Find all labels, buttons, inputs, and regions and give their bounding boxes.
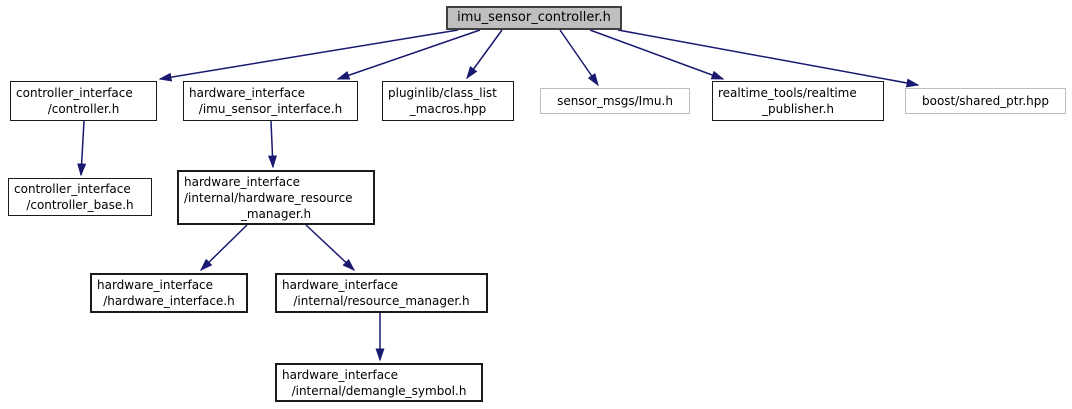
node-label-line: realtime_tools/realtime	[718, 86, 857, 100]
node-label-line: pluginlib/class_list	[388, 86, 497, 100]
node-label-line: /hardware_interface.h	[103, 294, 235, 308]
edge-hardware-interface-internal-hardware-resource-manager-to-hardware-interface-internal-resource-manager	[305, 224, 356, 272]
edge-imu-sensor-controller-to-sensor-msgs-imu	[559, 29, 599, 87]
node-sensor-msgs-imu-h: sensor_msgs/Imu.h	[540, 88, 690, 114]
node-imu-sensor-controller-h: imu_sensor_controller.h	[446, 6, 622, 30]
node-hardware-interface-internal-resource-manager-h[interactable]: hardware_interface/internal/resource_man…	[275, 273, 488, 313]
node-label-line: /internal/resource_manager.h	[293, 294, 470, 308]
edge-hardware-interface-internal-hardware-resource-manager-to-hardware-interface-hardware-interface	[199, 224, 248, 272]
node-label-line: hardware_interface	[97, 278, 214, 292]
node-realtime-tools-realtime-publisher-h[interactable]: realtime_tools/realtime _publisher.h	[712, 81, 884, 121]
node-label-line: /imu_sensor_interface.h	[198, 102, 343, 116]
edge-imu-sensor-controller-to-hardware-interface-imu-sensor-interface	[336, 29, 481, 80]
edge-imu-sensor-controller-to-controller-interface-controller	[158, 29, 459, 82]
node-hardware-interface-internal-hardware-resource-manager-h[interactable]: hardware_interface/internal/hardware_res…	[177, 170, 375, 225]
node-label-line: /internal/demangle_symbol.h	[291, 383, 467, 398]
node-label-line: boost/shared_ptr.hpp	[922, 94, 1049, 108]
node-hardware-interface-internal-demangle-symbol-h[interactable]: hardware_interface/internal/demangle_sym…	[275, 363, 483, 402]
node-controller-interface-controller-base-h[interactable]: controller_interface/controller_base.h	[8, 178, 152, 216]
edge-controller-interface-controller-to-controller-interface-controller-base	[77, 120, 87, 177]
node-label-line: controller_interface	[14, 182, 131, 196]
node-hardware-interface-hardware-interface-h[interactable]: hardware_interface/hardware_interface.h	[90, 273, 248, 313]
node-label-line: /internal/hardware_resource	[184, 190, 353, 205]
node-label-line: hardware_interface	[282, 367, 399, 382]
edge-hardware-interface-imu-sensor-interface-to-hardware-interface-internal-hardware-resource-manager	[268, 120, 277, 169]
node-hardware-interface-imu-sensor-interface-h[interactable]: hardware_interface/imu_sensor_interface.…	[183, 81, 358, 121]
node-label-line: controller_interface	[16, 86, 133, 100]
node-label-line: /controller_base.h	[26, 198, 134, 212]
node-label-line: hardware_interface	[282, 278, 399, 292]
edge-imu-sensor-controller-to-pluginlib-class-list-macros	[466, 29, 503, 80]
node-pluginlib-class-list-macros-hpp[interactable]: pluginlib/class_list _macros.hpp	[382, 81, 514, 121]
node-label-line: hardware_interface	[184, 174, 301, 189]
edge-imu-sensor-controller-to-boost-shared-ptr	[617, 29, 920, 88]
node-label-line: _macros.hpp	[409, 102, 487, 116]
node-label-line: sensor_msgs/Imu.h	[557, 94, 673, 108]
node-controller-interface-controller-h[interactable]: controller_interface/controller.h	[10, 81, 157, 121]
node-label-line: _publisher.h	[762, 102, 834, 116]
node-label-line: _manager.h	[240, 206, 312, 221]
edge-imu-sensor-controller-to-realtime-tools-realtime-publisher	[589, 29, 725, 80]
node-label-line: imu_sensor_controller.h	[457, 10, 611, 25]
node-label-line: hardware_interface	[189, 86, 306, 100]
node-boost-shared-ptr-hpp: boost/shared_ptr.hpp	[905, 88, 1066, 114]
node-label-line: /controller.h	[47, 102, 120, 116]
